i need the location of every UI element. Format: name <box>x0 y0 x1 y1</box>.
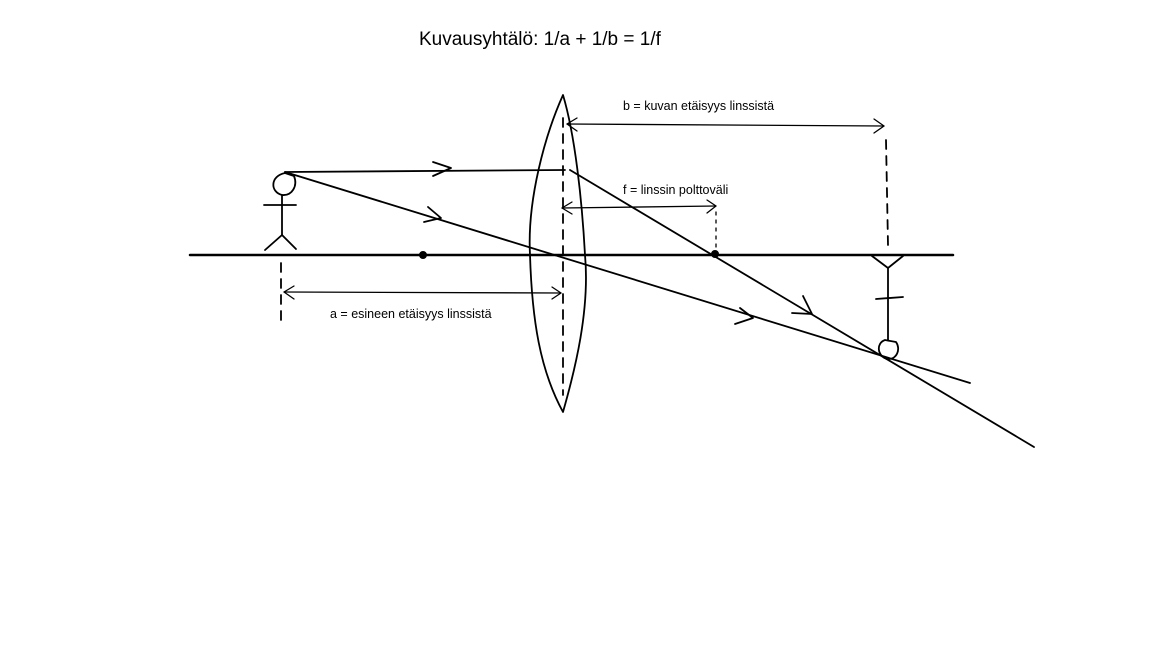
dimension-arrow-b-left-head <box>566 117 578 132</box>
image-figure-arms <box>875 296 904 300</box>
dimension-arrow-f-left-head <box>561 201 573 215</box>
ray-refracted-focal-arrowhead <box>791 295 813 315</box>
ray-parallel <box>284 169 566 173</box>
dimension-arrow-f <box>561 205 717 209</box>
dimension-arrow-b-right-head <box>873 118 885 134</box>
diagram-title: Kuvausyhtälö: 1/a + 1/b = 1/f <box>419 29 661 50</box>
ray-central-arrowhead-2 <box>734 307 754 325</box>
ray-refracted-focal <box>569 169 1035 448</box>
ray-central-arrowhead-1 <box>423 206 442 223</box>
label-image-distance: b = kuvan etäisyys linssistä <box>623 99 775 113</box>
label-focal-length: f = linssin polttoväli <box>623 183 729 197</box>
image-distance-dashed-line <box>885 139 889 246</box>
focal-point-left <box>419 251 427 259</box>
dimension-arrow-a-right-head <box>551 286 562 300</box>
ray-parallel-arrowhead <box>432 161 452 177</box>
dimension-arrow-a-left-head <box>283 285 295 300</box>
image-figure-legs <box>871 255 904 269</box>
dimension-arrow-f-right-head <box>706 199 717 214</box>
label-object-distance: a = esineen etäisyys linssistä <box>330 307 492 321</box>
dimension-arrow-b <box>566 123 885 127</box>
object-figure-head <box>272 172 297 196</box>
ray-central <box>284 171 971 384</box>
dimension-arrow-a <box>283 291 562 294</box>
convex-lens <box>528 94 587 413</box>
object-figure-legs <box>264 234 297 251</box>
